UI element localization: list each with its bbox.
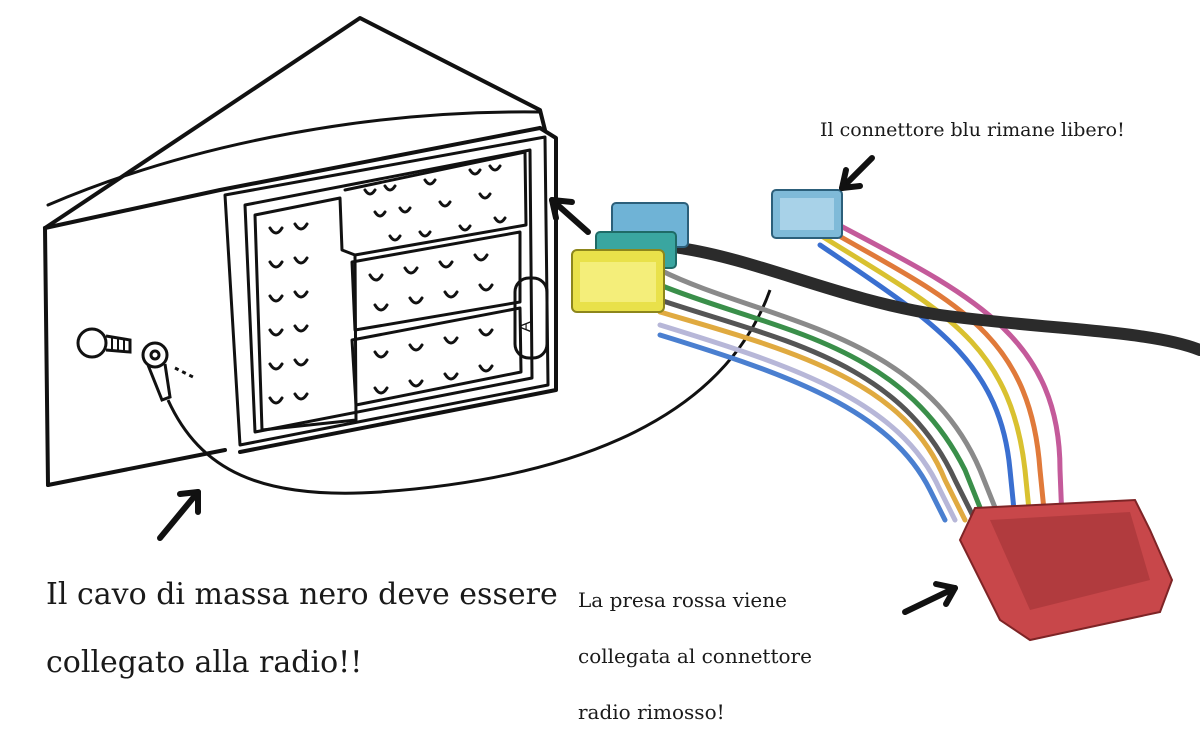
arrow-to-blue-connector [839,155,875,191]
red-connector [958,498,1174,642]
ground-screw [76,327,196,402]
red-socket-note: La presa rossa viene collegata al connet… [578,558,812,754]
ground-cable-note-line1: Il cavo di massa nero deve essere [46,577,558,612]
red-socket-note-line3: radio rimosso! [578,700,725,724]
arrow-to-ground-cable [157,489,201,541]
red-socket-note-line2: collegata al connettore [578,644,812,668]
connector-pins [268,164,507,405]
blue-connector-free [771,189,843,239]
radio-unit [43,16,558,487]
yellow-connector [571,249,665,313]
arrow-to-socket [549,197,591,235]
ground-cable [166,289,772,495]
red-socket-note-line1: La presa rossa viene [578,588,787,612]
arrow-to-red-connector [902,581,958,615]
wire-harness [657,212,1200,523]
wiring-diagram: A [43,16,1200,724]
diagram-canvas: A [43,16,1200,642]
slot-letter: A [517,321,534,332]
blue-connector-note: Il connettore blu rimane libero! [820,119,1125,141]
ground-cable-note: Il cavo di massa nero deve essere colleg… [46,544,558,714]
ground-cable-note-line2: collegato alla radio!! [46,645,363,680]
